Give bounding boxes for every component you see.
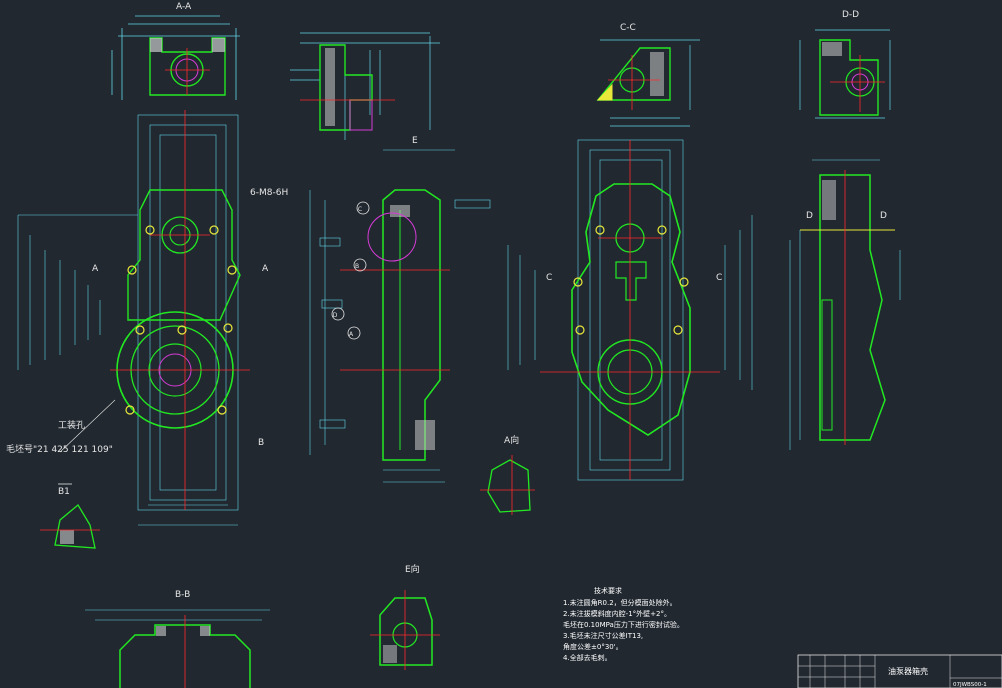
tech-req-line-6: 4.全部去毛刺。 (563, 653, 612, 662)
svg-text:C: C (358, 206, 362, 213)
section-aa-view: A-A (111, 2, 240, 100)
section-bb-view: B-B (85, 590, 270, 688)
section-cc-view: C-C (596, 23, 700, 127)
section-cc-title: C-C (620, 23, 636, 33)
thread-callout: 6-M8-6H (250, 188, 288, 198)
svg-text:D: D (333, 312, 338, 319)
section-marker-c-left: C (546, 273, 552, 283)
tech-req-line-2: 2.未注拔模斜度内腔-1°外壁+2°。 (563, 609, 671, 618)
svg-text:B: B (355, 263, 359, 270)
svg-text:A: A (349, 331, 354, 338)
marker-e: E (412, 136, 418, 146)
tech-req-line-1: 1.未注圆角R0.2，但分模面处除外。 (563, 598, 677, 607)
side-view-center: E C B D A (309, 136, 491, 483)
right-side-view: D D (789, 159, 901, 450)
section-marker-a-left: A (92, 264, 99, 274)
section-aa-title: A-A (176, 2, 192, 12)
tech-req-line-4: 3.毛坯未注尺寸公差IT13, (563, 631, 643, 640)
section-marker-d-left: D (806, 211, 813, 221)
section-marker-d-right: D (880, 211, 887, 221)
tech-req-line-3: 毛坯在0.10MPa压力下进行密封试验。 (563, 620, 684, 629)
main-rear-view: C C (507, 139, 753, 481)
workpiece-hole-label: 工装孔 (58, 419, 85, 431)
section-marker-b: B (258, 438, 264, 448)
title-block-name: 油泵器箱壳 (888, 666, 928, 676)
title-block: 油泵器箱壳 07JWBS00-1 (797, 654, 1002, 688)
tech-requirements-block: 技术要求 1.未注圆角R0.2，但分模面处除外。 2.未注拔模斜度内腔-1°外壁… (563, 586, 684, 662)
side-section-top (290, 32, 440, 140)
title-block-drawing-number: 07JWBS00-1 (953, 682, 987, 688)
section-marker-c-right: C (716, 273, 722, 283)
section-dd-view: D-D (799, 10, 891, 119)
main-front-view: 6-M8-6H 工装孔 毛坯号"21 425 121 109" A A B (6, 110, 288, 526)
detail-b1: B1 (40, 483, 100, 549)
detail-e-view-title: E向 (405, 563, 420, 575)
detail-b1-title: B1 (58, 487, 70, 497)
tech-req-line-5: 角度公差±0°30'。 (563, 642, 623, 651)
detail-a-view-title: A向 (504, 434, 519, 446)
detail-e-view: E向 (370, 563, 440, 670)
section-bb-title: B-B (175, 590, 190, 600)
section-marker-a-right: A (262, 264, 269, 274)
tech-requirements-title: 技术要求 (594, 586, 622, 595)
detail-a-view: A向 (480, 434, 535, 515)
blank-part-code: 毛坯号"21 425 121 109" (6, 443, 113, 455)
section-dd-title: D-D (842, 10, 859, 20)
